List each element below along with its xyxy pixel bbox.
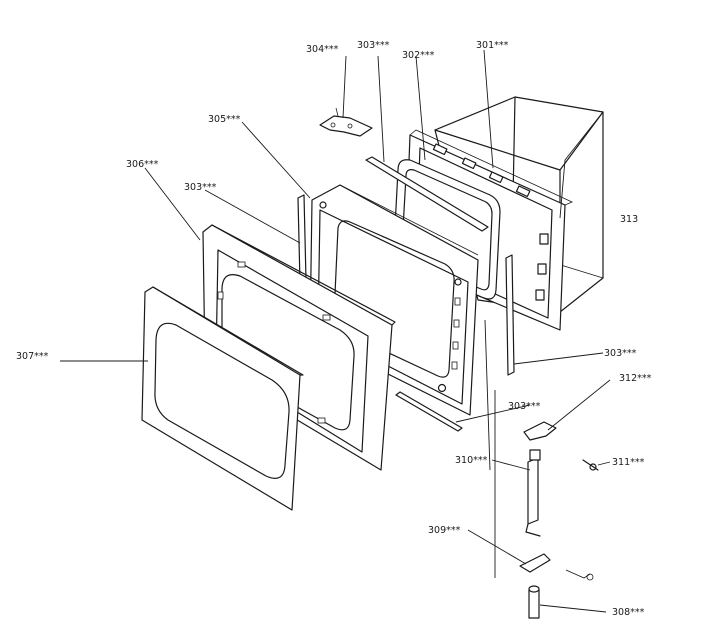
label-311: 311*** — [612, 457, 645, 468]
label-306: 306*** — [126, 159, 159, 170]
label-313: 313 — [620, 214, 638, 225]
outer-door-panel-part-307 — [141, 286, 304, 511]
label-303-top: 303*** — [357, 40, 390, 51]
label-305: 305*** — [208, 114, 241, 125]
label-304: 304*** — [306, 44, 339, 55]
label-303-left: 303*** — [184, 182, 217, 193]
bracket-part-304 — [319, 107, 373, 137]
latch-hook-part-310 — [525, 449, 541, 537]
label-303-low: 303*** — [508, 401, 541, 412]
label-309: 309*** — [428, 525, 461, 536]
seal-strip-top — [365, 156, 489, 232]
spring-part-308 — [528, 585, 540, 619]
label-302: 302*** — [402, 50, 435, 61]
bracket-part-312 — [523, 421, 557, 441]
label-310: 310*** — [455, 455, 488, 466]
label-307: 307*** — [16, 351, 49, 362]
label-308: 308*** — [612, 607, 645, 618]
seal-strip-lower — [395, 391, 463, 432]
leader-lines — [60, 49, 611, 613]
seal-strip-left — [297, 194, 307, 284]
label-312: 312*** — [619, 373, 652, 384]
label-303-right: 303*** — [604, 348, 637, 359]
seal-strip-right — [505, 254, 515, 376]
lever-part-309 — [519, 553, 594, 581]
label-301: 301*** — [476, 40, 509, 51]
screw-part-311 — [582, 459, 599, 471]
